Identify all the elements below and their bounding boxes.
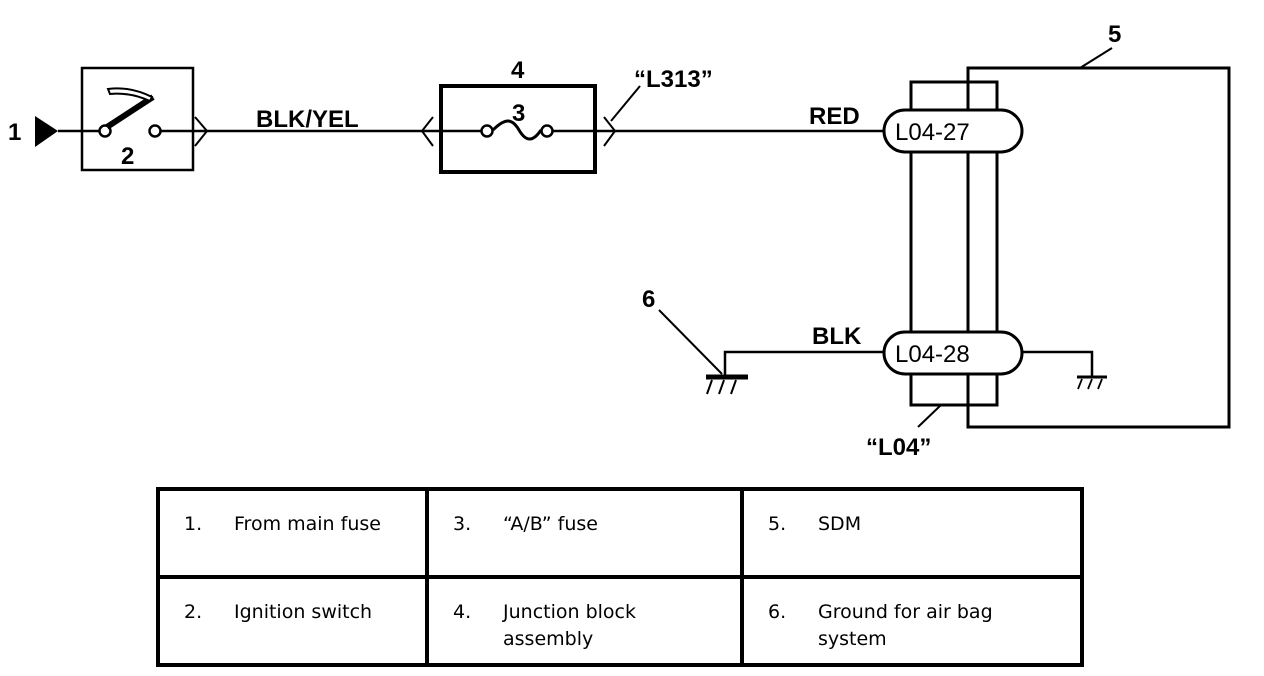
- legend-cell: 3. “A/B” fuse: [425, 487, 744, 579]
- legend-table: 1. From main fuse 3. “A/B” fuse 5. SDM 2. Ig…: [156, 487, 1084, 667]
- legend-text: Ignition switch: [234, 601, 373, 623]
- legend-row: 2. Ignition switch 4. Junction block assem…: [156, 575, 1084, 667]
- legend-cell: 1. From main fuse: [156, 487, 429, 579]
- connector-chevron-icon: [420, 116, 434, 147]
- callout-5: 5: [1108, 21, 1121, 48]
- legend-cell: 4. Junction block assembly: [425, 575, 744, 667]
- l04-connector-box: [909, 80, 999, 407]
- legend-num: 2.: [184, 601, 203, 623]
- legend-text: From main fuse: [234, 513, 381, 535]
- junction-block-box: [439, 84, 597, 174]
- input-arrow-icon: [35, 116, 58, 147]
- legend-text: “A/B” fuse: [503, 513, 598, 535]
- fuse-icon: [441, 119, 595, 141]
- ground-icon: [1077, 375, 1107, 390]
- legend-text: Ground for air bag system: [818, 601, 993, 650]
- connector-label-l313: “L313”: [634, 66, 713, 93]
- leader-line: [917, 404, 942, 428]
- pin-l04-27: [882, 108, 1024, 154]
- callout-1: 1: [8, 119, 21, 146]
- callout-2: 2: [121, 143, 134, 170]
- legend-num: 6.: [768, 601, 787, 623]
- ground-icon: [706, 374, 748, 395]
- legend-text: SDM: [818, 513, 862, 535]
- callout-6: 6: [642, 286, 655, 313]
- legend-text: Junction block assembly: [503, 601, 636, 650]
- wire-label-blk-yel: BLK/YEL: [256, 106, 359, 133]
- leader-line: [658, 309, 723, 375]
- callout-3: 3: [512, 100, 525, 127]
- switch-icon: [82, 87, 193, 138]
- legend-num: 4.: [453, 601, 472, 623]
- pin-label-l04-28: L04-28: [895, 341, 970, 368]
- wire-label-blk: BLK: [812, 323, 862, 350]
- legend-cell: 6. Ground for air bag system: [740, 575, 1084, 667]
- legend-cell: 2. Ignition switch: [156, 575, 429, 667]
- legend-cell: 5. SDM: [740, 487, 1084, 579]
- pin-label-l04-27: L04-27: [895, 119, 970, 146]
- wire-label-red: RED: [809, 103, 860, 130]
- legend-num: 3.: [453, 513, 472, 535]
- legend-row: 1. From main fuse 3. “A/B” fuse 5. SDM: [156, 487, 1084, 579]
- wire-blk: [723, 350, 884, 376]
- wire-sdm-internal-ground: [1022, 350, 1094, 376]
- callout-4: 4: [511, 57, 525, 84]
- connector-label-l04: “L04”: [866, 434, 931, 461]
- leader-line: [1079, 47, 1113, 69]
- sdm-box: [966, 66, 1231, 429]
- legend-num: 1.: [184, 513, 203, 535]
- ignition-switch-box: [80, 66, 195, 172]
- leader-line: [610, 85, 641, 122]
- legend-num: 5.: [768, 513, 787, 535]
